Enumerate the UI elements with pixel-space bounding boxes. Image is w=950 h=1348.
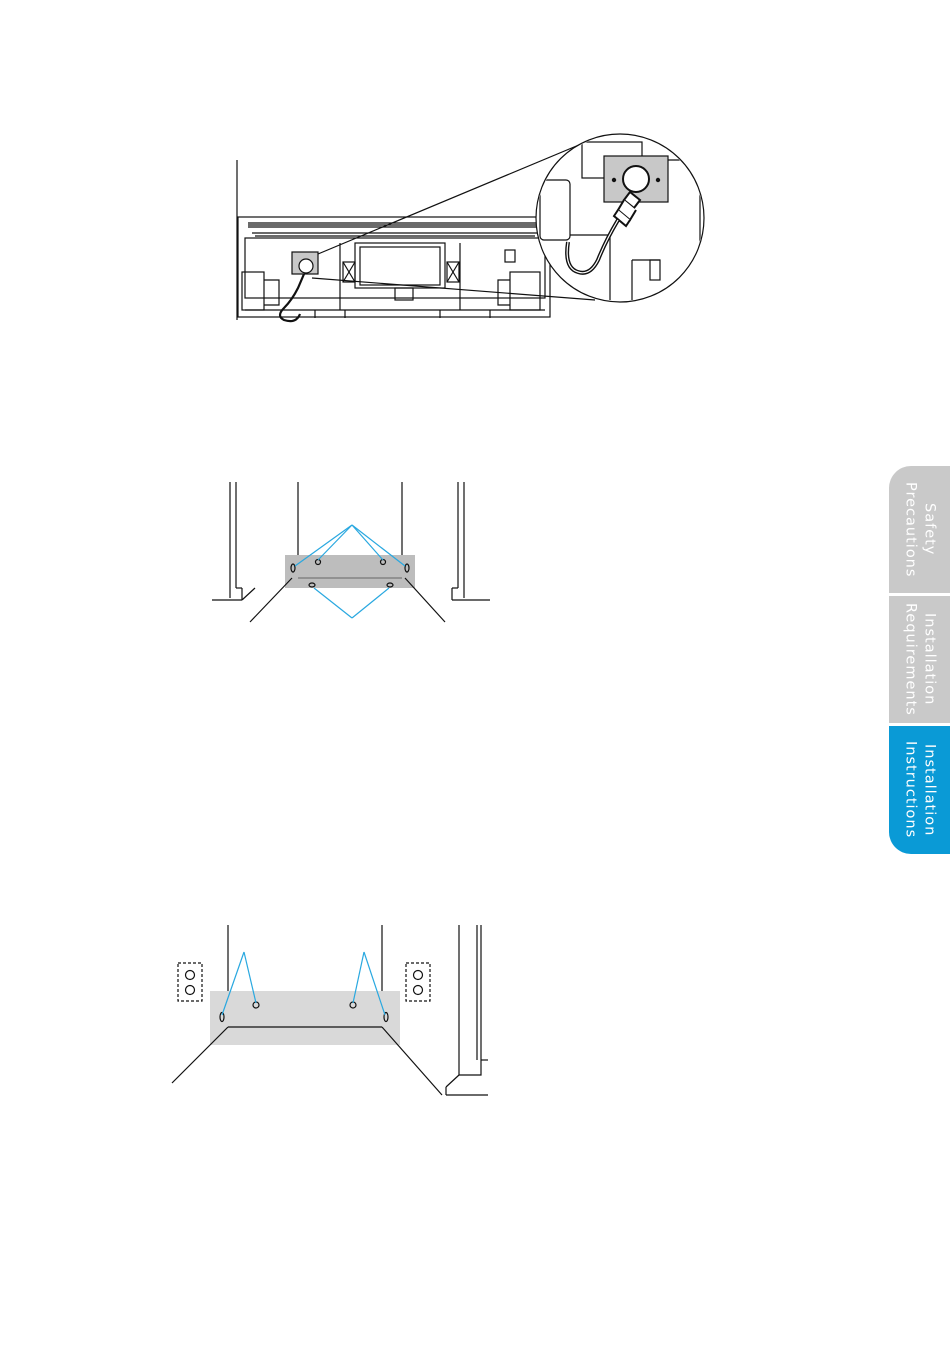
tab-installation-instructions-label: Installation Instructions (901, 741, 939, 838)
tab-safety-precautions[interactable]: Safety Precautions (889, 466, 950, 593)
lower-bracket-illustration (160, 915, 500, 1105)
tab-installation-requirements-label: Installation Requirements (901, 603, 939, 716)
tab-installation-instructions[interactable]: Installation Instructions (889, 726, 950, 854)
bracket-screw-holes-illustration (200, 470, 500, 630)
water-hose-connection-diagram (200, 120, 720, 350)
tab-safety-precautions-label: Safety Precautions (901, 482, 939, 577)
tab-installation-requirements[interactable]: Installation Requirements (889, 596, 950, 723)
lower-bracket-diagram (160, 915, 500, 1105)
water-hose-connection-illustration (200, 120, 720, 350)
bracket-screw-holes-diagram (200, 470, 500, 630)
